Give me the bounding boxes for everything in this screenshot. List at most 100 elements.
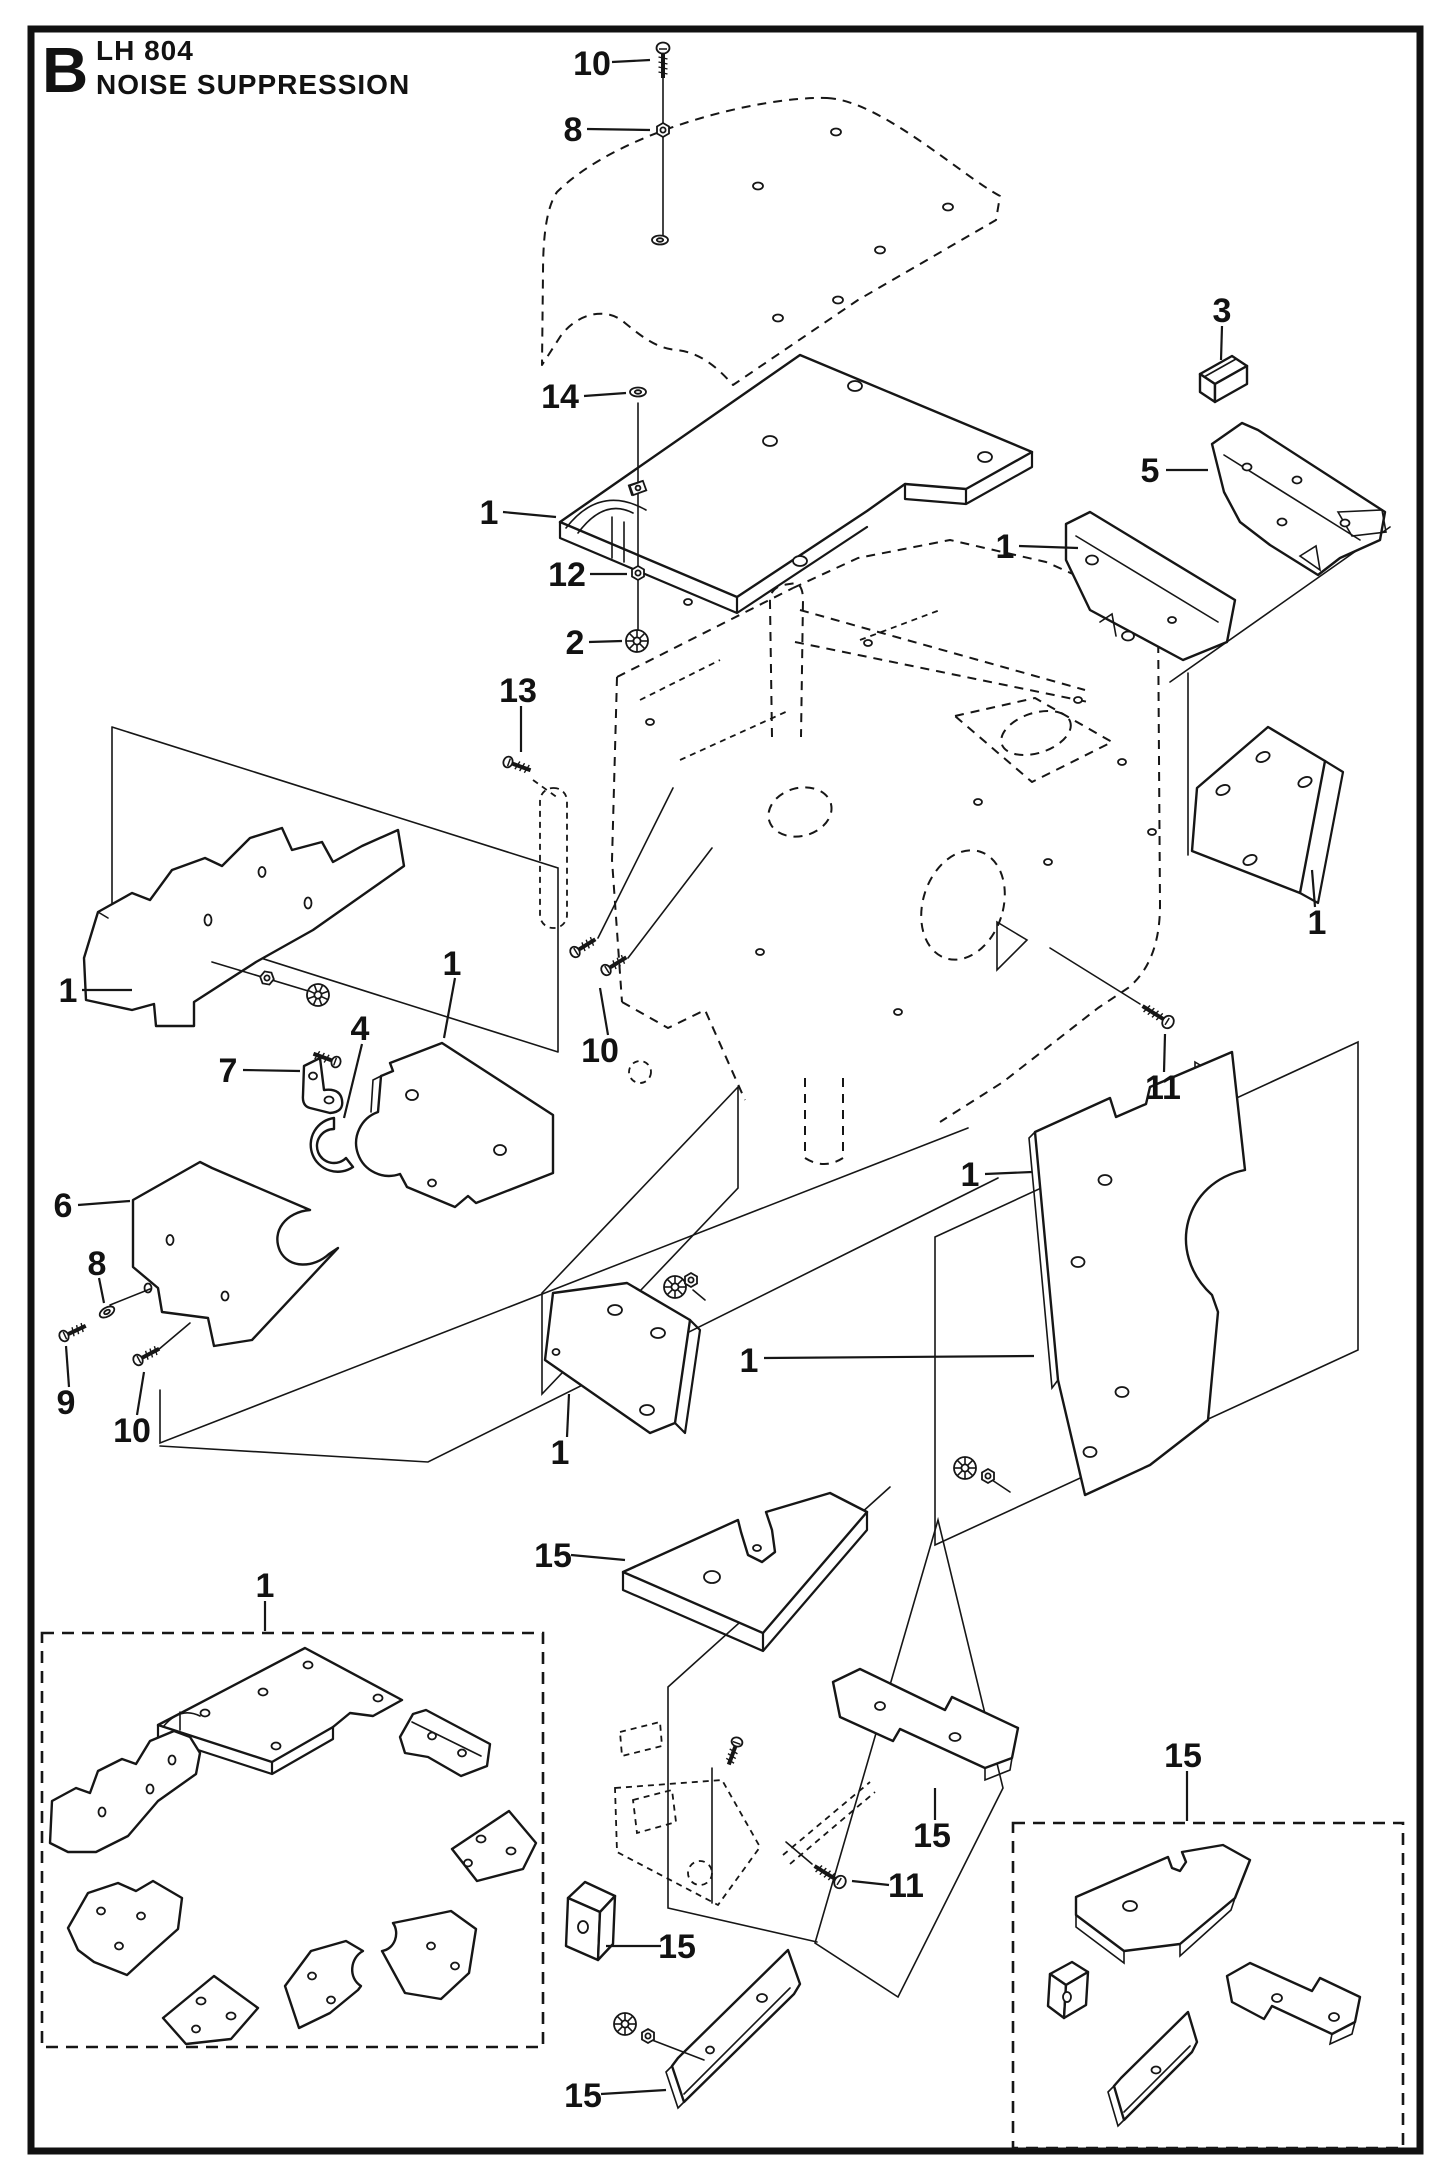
part-number-label: 1 <box>961 1156 980 1194</box>
part-number-label: 7 <box>219 1052 238 1090</box>
star-fastener-icon <box>953 1456 977 1480</box>
callout-1: 1 <box>961 1156 1033 1194</box>
kit-1-dashed-box <box>40 1631 545 2049</box>
screw-fastener-icon <box>725 1736 744 1766</box>
leader-line <box>588 639 623 644</box>
part-number-label: 1 <box>1308 904 1327 942</box>
nut-fastener-icon <box>684 1271 698 1289</box>
callout-1: 1 <box>443 945 461 1039</box>
leader-line <box>242 1068 301 1073</box>
page-title: NOISE SUPPRESSION <box>96 69 410 100</box>
leader-line <box>135 1371 146 1416</box>
bolt-holes <box>308 1071 335 1105</box>
bolt-holes <box>96 1660 517 2034</box>
part-number-label: 10 <box>573 45 611 83</box>
part-number-label: 1 <box>480 494 499 532</box>
leader-line <box>611 58 651 64</box>
callout-4: 4 <box>342 1010 370 1119</box>
star-fastener-icon <box>613 2012 637 2036</box>
callout-15: 15 <box>913 1788 951 1855</box>
leader-line <box>600 2088 667 2096</box>
part-number-label: 13 <box>499 672 537 710</box>
washer-fastener-icon <box>651 234 669 246</box>
leader-line <box>502 510 557 519</box>
bolt-holes <box>1070 1174 1130 1458</box>
part-1-right-notched-panel <box>1028 1050 1247 1497</box>
callout-10: 10 <box>581 987 619 1070</box>
machine-bottom-dashed <box>614 1720 876 1907</box>
model-code: LH 804 <box>96 35 194 66</box>
screw-fastener-icon <box>569 936 597 959</box>
bolt-holes <box>1241 462 1351 528</box>
callout-15: 15 <box>534 1537 626 1575</box>
assembly-lines <box>109 77 1141 2061</box>
bolt-fastener-icon <box>813 1864 847 1890</box>
part-number-label: 15 <box>913 1817 951 1855</box>
chassis-frame-dashed <box>539 539 1230 1165</box>
callout-9: 9 <box>57 1345 75 1422</box>
part-number-label: 8 <box>564 111 583 149</box>
part-7-clamp-bracket <box>301 1056 344 1115</box>
leader-line <box>586 127 651 132</box>
kit-15-box-group <box>1011 1821 1405 2150</box>
kit-1-box-group <box>40 1631 545 2049</box>
part-number-label: 10 <box>581 1032 619 1070</box>
nut-fastener-icon <box>259 970 275 986</box>
part-1-middle-panel <box>354 1041 555 1209</box>
callout-10: 10 <box>573 45 651 83</box>
hardware-layer <box>58 41 1175 2045</box>
part-number-label: 8 <box>88 1245 107 1283</box>
callout-1: 1 <box>996 528 1079 566</box>
callout-8: 8 <box>564 111 651 149</box>
callout-14: 14 <box>541 378 627 416</box>
leader-line <box>342 1043 364 1119</box>
page-border <box>27 25 1424 2155</box>
callout-10: 10 <box>113 1371 151 1450</box>
part-6-panel <box>131 1160 340 1348</box>
nut-fastener-icon <box>981 1467 995 1485</box>
sqnut-fastener-icon <box>628 479 648 497</box>
bolt-holes <box>1062 1900 1340 2075</box>
screw-fastener-icon <box>312 1050 342 1069</box>
callout-11: 11 <box>851 1867 924 1905</box>
leader-line <box>1018 544 1079 550</box>
leader-line <box>598 987 610 1036</box>
callout-1: 1 <box>480 494 557 532</box>
callout-layer: 1081411221335111746891010111111151151511… <box>54 45 1327 2115</box>
callout-1: 1 <box>740 1342 1035 1380</box>
screw-fastener-icon <box>600 954 628 977</box>
part-number-label: 15 <box>564 2077 602 2115</box>
part-3-block <box>1198 354 1249 404</box>
bolt-fastener-icon <box>1141 1004 1175 1030</box>
bolt-holes <box>703 1544 762 1584</box>
leader-line <box>77 1199 131 1207</box>
washer-fastener-icon <box>629 386 647 398</box>
callout-15: 15 <box>606 1928 696 1966</box>
part-number-label: 12 <box>548 556 586 594</box>
callout-1: 1 <box>1308 869 1327 942</box>
nut-fastener-icon <box>631 564 645 582</box>
callout-13: 13 <box>499 672 537 752</box>
part-number-label: 10 <box>113 1412 151 1450</box>
callout-15: 15 <box>564 2077 667 2115</box>
bolt-holes <box>203 866 313 927</box>
part-15-long-bar <box>665 1948 802 2110</box>
part-number-label: 5 <box>1141 452 1160 490</box>
bolt-holes <box>1085 554 1177 642</box>
callout-7: 7 <box>219 1052 301 1090</box>
callout-1: 1 <box>551 1393 571 1472</box>
leader-line <box>1219 325 1224 361</box>
part-number-label: 4 <box>351 1010 370 1048</box>
leader-line <box>64 1345 71 1388</box>
leader-line <box>1162 1033 1167 1073</box>
kit-15-dashed-box <box>1011 1821 1405 2150</box>
part-1-upper-right-plate <box>1190 725 1345 905</box>
part-1-centre-plate <box>543 1281 702 1435</box>
screw-fastener-icon <box>132 1345 161 1367</box>
screw-fastener-icon <box>58 1322 87 1343</box>
part-number-label: 14 <box>541 378 579 416</box>
leader-line <box>565 1393 571 1438</box>
callout-3: 3 <box>1213 292 1231 361</box>
backing-planes <box>111 526 1391 1999</box>
